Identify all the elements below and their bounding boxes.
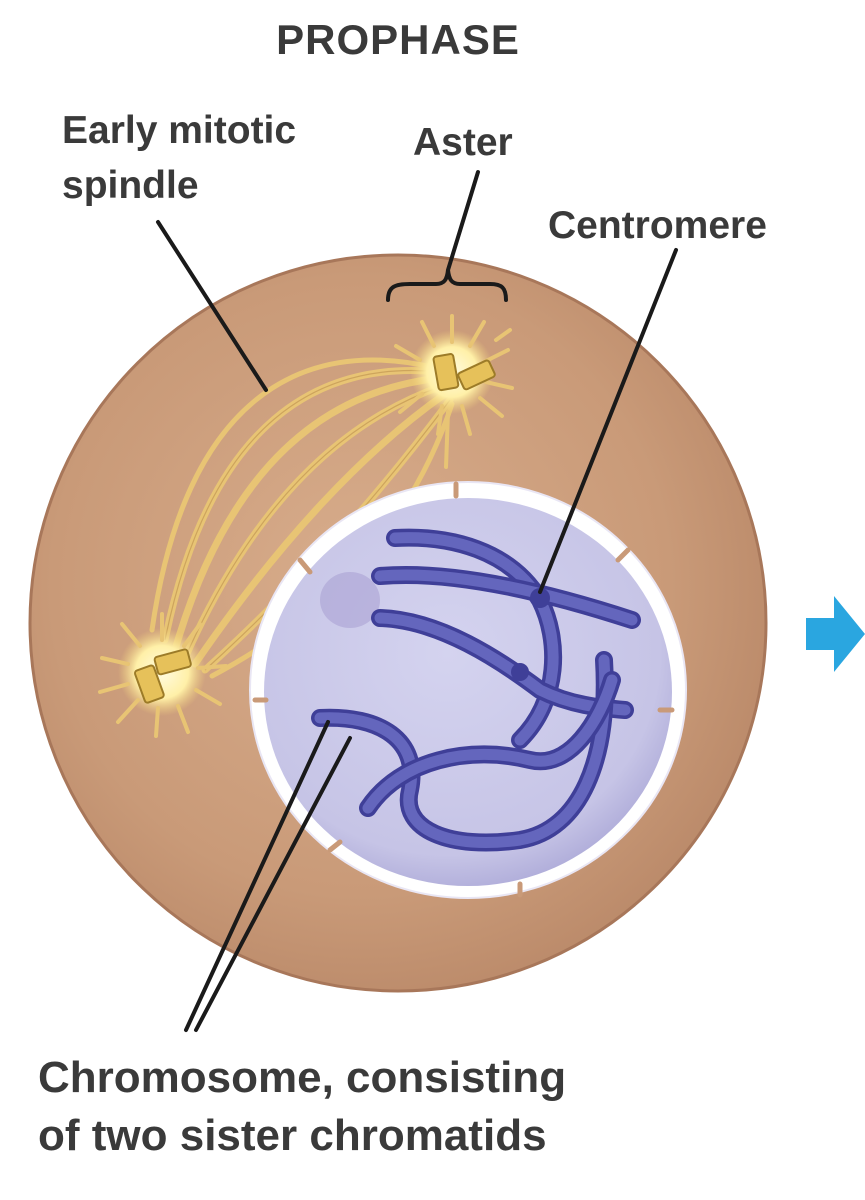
leader-chromosome-2	[194, 736, 352, 1032]
next-stage-arrow-icon	[806, 596, 865, 672]
leader-centromere	[538, 248, 678, 594]
leader-chromosome-1	[184, 720, 330, 1032]
label-chromosome-line2: of two sister chromatids	[38, 1111, 547, 1160]
leader-aster-stem	[446, 170, 480, 272]
centromere-marker	[530, 588, 550, 608]
diagram-title: PROPHASE	[276, 16, 520, 63]
leader-lines	[156, 170, 678, 1032]
label-centromere: Centromere	[548, 204, 767, 247]
label-aster: Aster	[413, 121, 513, 164]
label-early-spindle-line1: Early mitotic	[62, 109, 296, 152]
chromosomes	[311, 528, 641, 852]
lower-aster	[98, 612, 228, 738]
upper-aster	[394, 314, 514, 469]
label-chromosome-line1: Chromosome, consisting	[38, 1053, 566, 1102]
chromosome-c	[311, 651, 621, 852]
aster-brace	[386, 269, 508, 302]
label-early-spindle-line2: spindle	[62, 164, 199, 207]
labels: Early mitotic spindle Aster Centromere C…	[38, 109, 767, 1160]
nucleolus-remnant	[320, 572, 380, 628]
leader-early-spindle	[156, 220, 268, 392]
